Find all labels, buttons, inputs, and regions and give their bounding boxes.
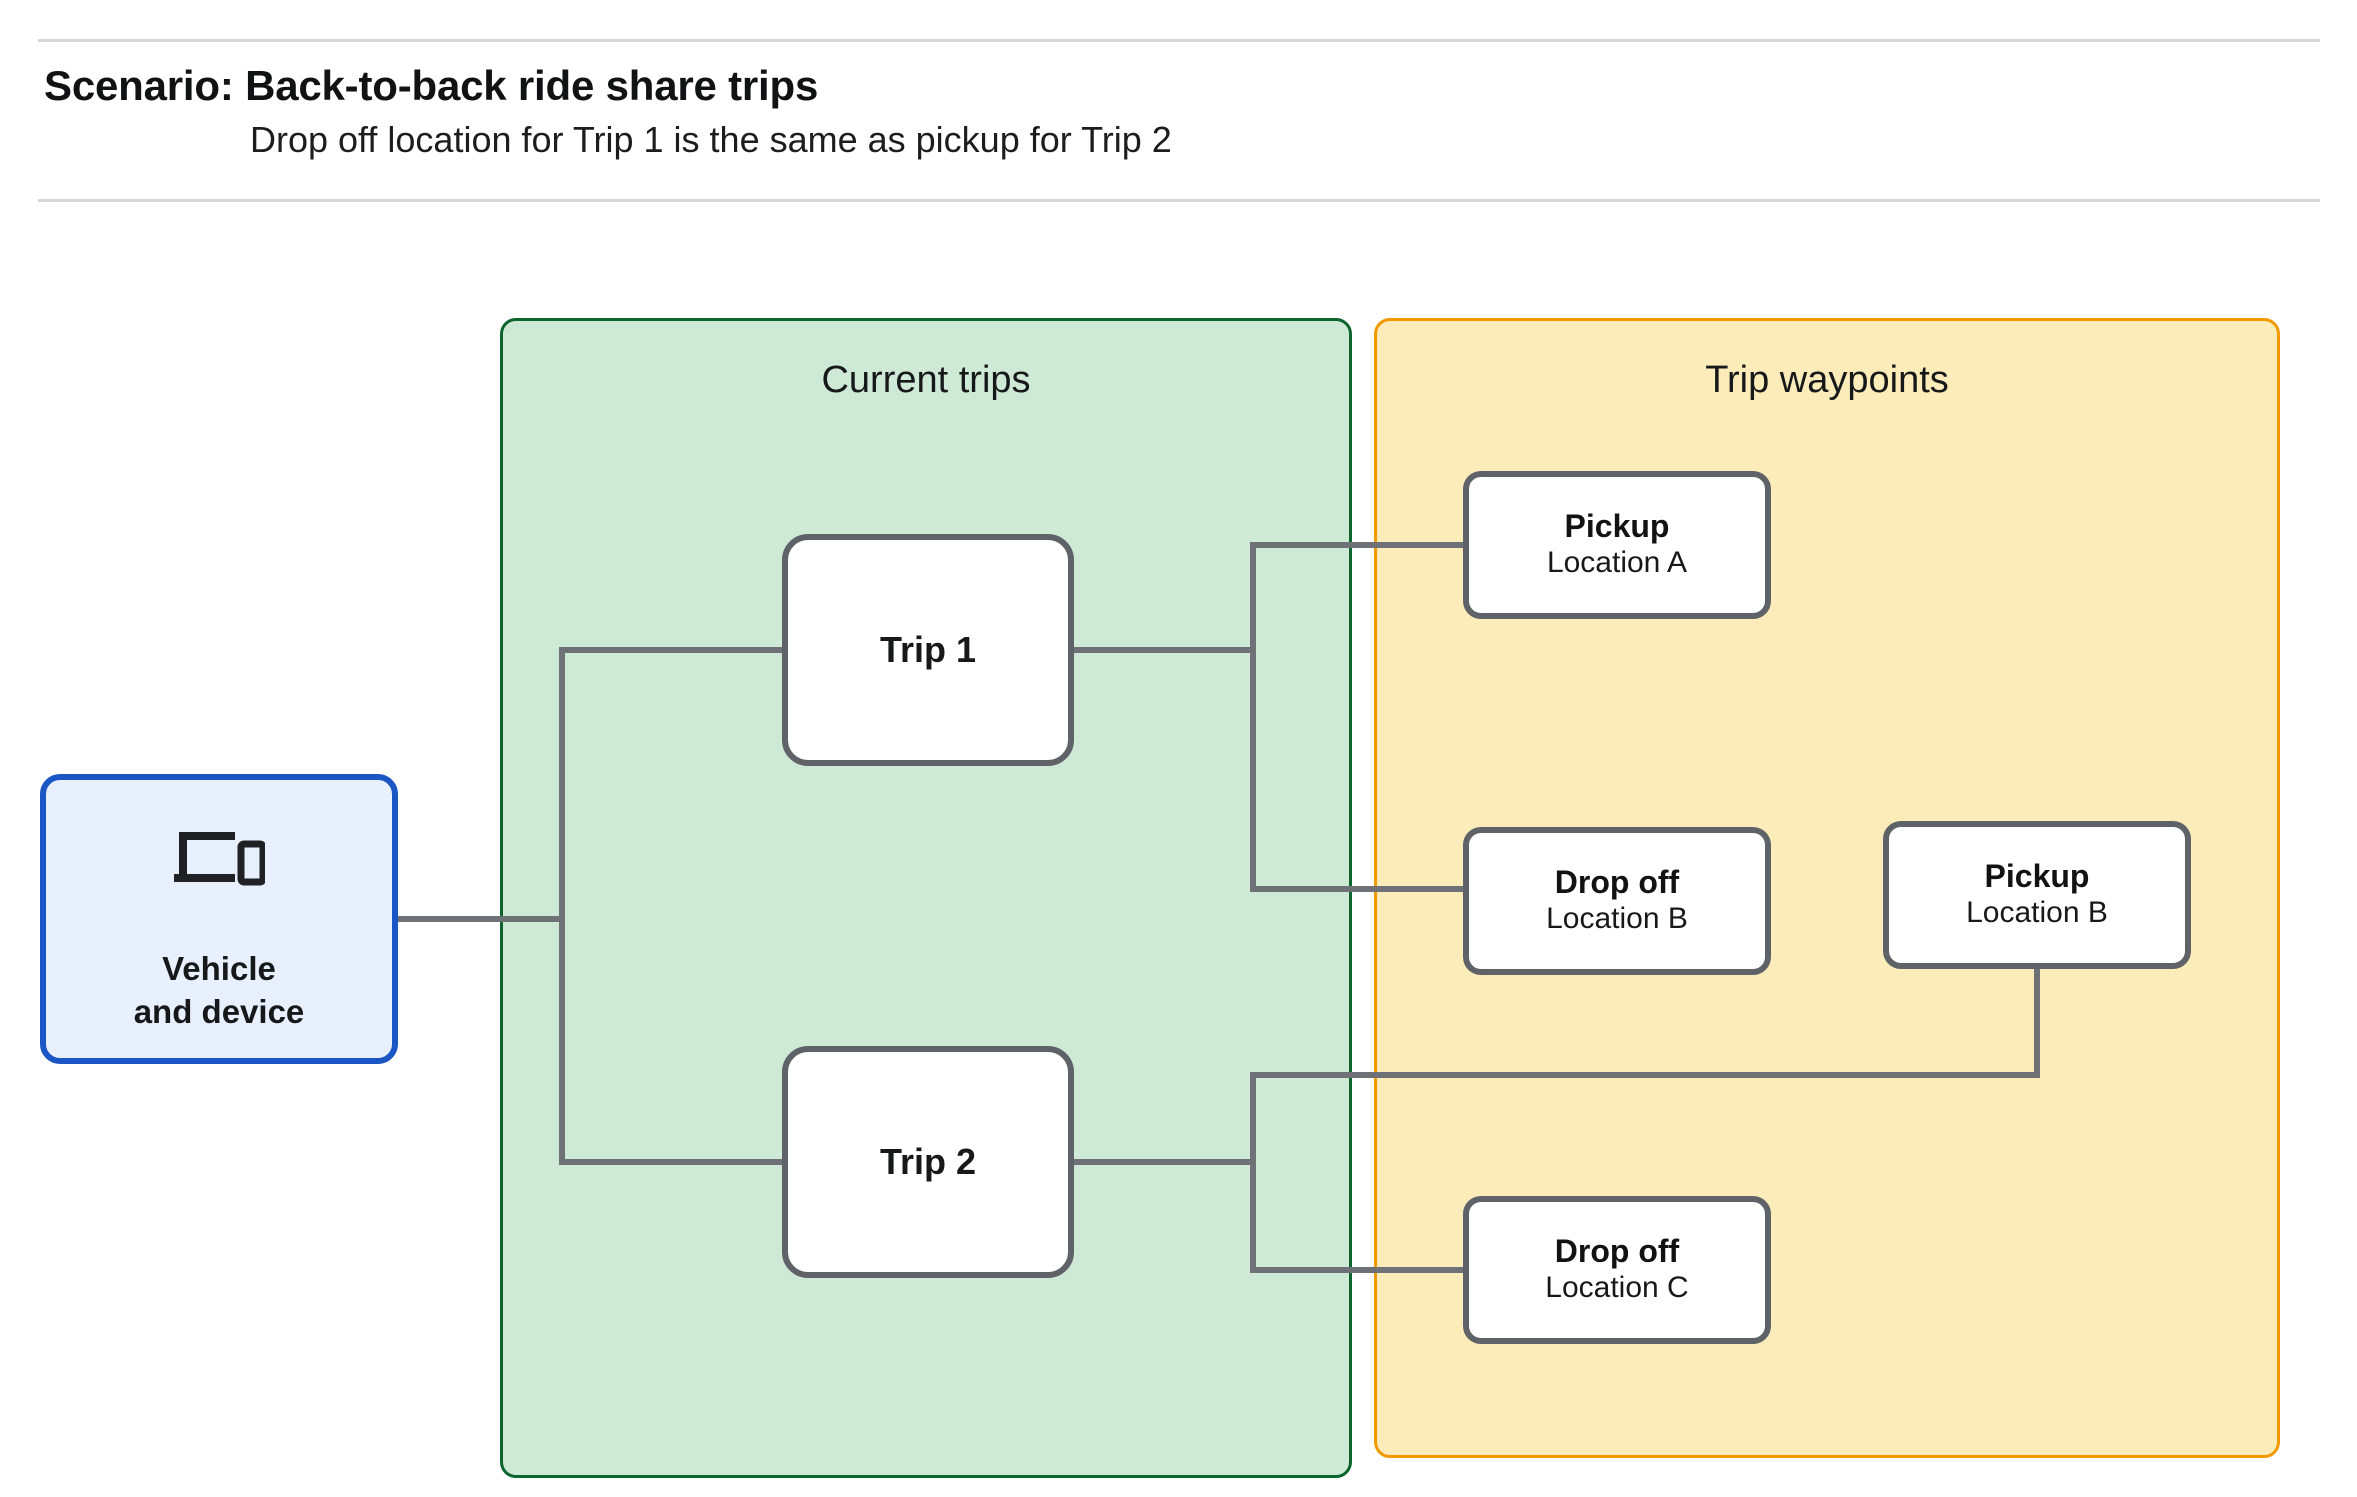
node-vehicle-and-device[interactable]: Vehicle and device <box>40 774 398 1064</box>
group-current-trips-title: Current trips <box>821 359 1031 401</box>
node-trip-2-label: Trip 2 <box>879 1141 977 1182</box>
node-pickup-b-location: Location B <box>1966 896 2108 930</box>
page-subtitle: Drop off location for Trip 1 is the same… <box>250 119 1172 160</box>
node-trip-2[interactable]: Trip 2 <box>782 1046 1074 1278</box>
node-dropoff-b[interactable]: Drop off Location B <box>1463 827 1771 975</box>
page-title: Scenario: Back-to-back ride share trips <box>44 62 819 109</box>
devices-icon <box>174 832 265 886</box>
node-trip-1[interactable]: Trip 1 <box>782 534 1074 766</box>
node-vehicle-line2: and device <box>133 992 305 1030</box>
node-pickup-a-location: Location A <box>1546 546 1688 580</box>
node-dropoff-b-kind: Drop off <box>1554 864 1680 901</box>
node-vehicle-line1: Vehicle <box>162 950 276 987</box>
node-pickup-b-kind: Pickup <box>1984 858 2090 895</box>
node-trip-1-label: Trip 1 <box>879 629 977 670</box>
node-dropoff-c[interactable]: Drop off Location C <box>1463 1196 1771 1344</box>
node-vehicle-label: Vehicle and device <box>134 948 305 1034</box>
group-current-trips: Current trips <box>500 318 1352 1478</box>
header-divider-bottom <box>38 199 2320 202</box>
group-trip-waypoints-title: Trip waypoints <box>1705 359 1949 401</box>
node-pickup-a[interactable]: Pickup Location A <box>1463 471 1771 619</box>
node-pickup-a-kind: Pickup <box>1564 508 1670 545</box>
header-divider-top <box>38 39 2320 42</box>
node-dropoff-c-kind: Drop off <box>1554 1233 1680 1270</box>
node-dropoff-b-location: Location B <box>1546 902 1688 936</box>
node-pickup-b[interactable]: Pickup Location B <box>1883 821 2191 969</box>
node-dropoff-c-location: Location C <box>1545 1271 1689 1305</box>
